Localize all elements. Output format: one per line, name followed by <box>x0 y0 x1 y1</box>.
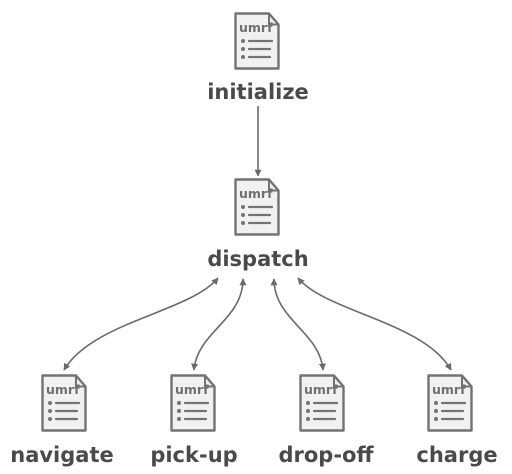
node-pick-up: umrf pick-up <box>150 374 238 467</box>
node-label-pick-up: pick-up <box>150 443 237 467</box>
edge-dispatch-to-charge <box>297 277 452 371</box>
umrf-document-icon: umrf <box>41 374 87 432</box>
bullet-dot <box>241 213 245 217</box>
node-navigate: umrf navigate <box>10 374 114 467</box>
document-tag: umrf <box>175 382 209 397</box>
umrf-document-icon: umrf <box>234 12 280 70</box>
bullet-dot <box>434 401 438 405</box>
bullet-dot <box>306 417 310 421</box>
document-tag: umrf <box>239 186 273 201</box>
bullet-dot <box>241 221 245 225</box>
document-fold <box>461 375 472 388</box>
bullet-dot <box>241 39 245 43</box>
document-fold <box>75 375 86 388</box>
edges <box>63 106 452 371</box>
umrf-document-icon: umrf <box>234 178 280 236</box>
node-dispatch: umrf dispatch <box>207 178 309 271</box>
node-label-charge: charge <box>416 443 497 467</box>
document-tag: umrf <box>304 382 338 397</box>
node-label-navigate: navigate <box>10 443 114 467</box>
edge-dispatch-to-pick-up <box>191 278 247 371</box>
bullet-dot <box>306 401 310 405</box>
bullet-dot <box>434 417 438 421</box>
bullet-dot <box>48 417 52 421</box>
document-tag: umrf <box>239 20 273 35</box>
edge-dispatch-to-navigate <box>63 277 219 371</box>
document-tag: umrf <box>432 382 466 397</box>
document-fold <box>333 375 344 388</box>
node-initialize: umrf initialize <box>207 12 309 104</box>
document-fold <box>268 179 279 192</box>
node-label-initialize: initialize <box>207 80 309 104</box>
nodes: umrfinitializeumrfdispatchumrfnavigateum… <box>10 12 498 467</box>
bullet-dot <box>241 47 245 51</box>
bullet-dot <box>241 205 245 209</box>
bullet-dot <box>434 409 438 413</box>
node-label-dispatch: dispatch <box>207 247 308 271</box>
bullet-dot <box>48 409 52 413</box>
bullet-dot <box>48 401 52 405</box>
node-label-drop-off: drop-off <box>278 443 374 467</box>
bullet-dot <box>177 409 181 413</box>
node-charge: umrf charge <box>416 374 498 467</box>
umrf-document-icon: umrf <box>427 374 473 432</box>
bullet-dot <box>177 401 181 405</box>
bullet-dot <box>241 55 245 59</box>
umrf-document-icon: umrf <box>299 374 345 432</box>
document-fold <box>268 13 279 26</box>
document-tag: umrf <box>46 382 80 397</box>
bullet-dot <box>306 409 310 413</box>
document-fold <box>204 375 215 388</box>
bullet-dot <box>177 417 181 421</box>
umrf-document-icon: umrf <box>170 374 216 432</box>
node-drop-off: umrf drop-off <box>278 374 374 467</box>
